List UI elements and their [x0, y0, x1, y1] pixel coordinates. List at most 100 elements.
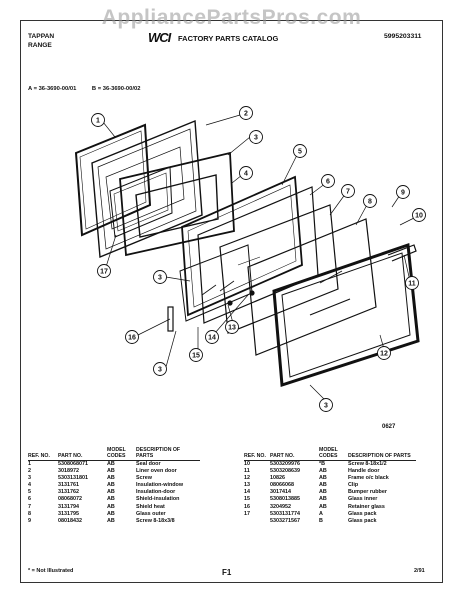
- part-no: 3017414: [270, 489, 291, 496]
- description: Glass inner: [348, 496, 378, 503]
- callout-bubble: [91, 113, 105, 127]
- parts-table-left: REF. NO. PART NO. MODEL CODES DESCRIPTIO…: [28, 447, 200, 525]
- part-no: 5303208639: [270, 468, 300, 475]
- description: Screw 8-18x3/8: [136, 517, 175, 524]
- description: Handle door: [348, 468, 380, 475]
- description: Glass pack: [348, 510, 377, 517]
- catalog-number: 5995203311: [384, 33, 422, 40]
- model-code: AB: [319, 489, 327, 496]
- table-row: 14 3017414 AB Bumper rubber: [244, 489, 416, 496]
- description: Seal door: [136, 461, 161, 467]
- callout-number: 8: [368, 198, 372, 205]
- ref-no: 15: [244, 496, 250, 503]
- callout-number: 5: [298, 148, 302, 155]
- part-shield-heat: [219, 204, 339, 334]
- catalog-title: FACTORY PARTS CATALOG: [178, 34, 279, 43]
- ref-no: 14: [244, 489, 250, 496]
- part-no: 08068072: [58, 496, 82, 503]
- callout-bubble: [225, 320, 239, 334]
- description: Insulation-window: [136, 482, 184, 489]
- table-row: 13 08066068 AB Clip: [244, 482, 416, 489]
- description: Shield heat: [136, 503, 165, 510]
- col-description: DESCRIPTION OF PARTS: [348, 447, 416, 461]
- model-code: AB: [107, 496, 115, 503]
- parts-table-header: REF. NO. PART NO. MODEL CODES DESCRIPTIO…: [28, 447, 200, 461]
- part-no: 08018432: [58, 517, 82, 524]
- figure-code: 0627: [382, 424, 396, 430]
- parts-table-header: REF. NO. PART NO. MODEL CODES DESCRIPTIO…: [244, 447, 416, 461]
- callout-number: 1: [96, 117, 100, 124]
- description: Glass outer: [136, 510, 166, 517]
- callout-number: 6: [326, 178, 330, 185]
- callout-number: 11: [408, 280, 416, 287]
- model-code: AB: [107, 489, 115, 496]
- part-insulation-window: [119, 151, 235, 257]
- description: Glass pack: [348, 517, 377, 524]
- callout-number: 17: [100, 268, 108, 275]
- callout-number: 10: [415, 212, 423, 219]
- ref-no: 12: [244, 475, 250, 482]
- ref-no: 3: [28, 475, 31, 482]
- callout-number: 14: [208, 334, 216, 341]
- model-code: AB: [319, 475, 327, 482]
- callout-number: 9: [401, 189, 405, 196]
- model-code: AB: [319, 468, 327, 475]
- model-code: AB: [107, 510, 115, 517]
- callout-number: 3: [254, 134, 258, 141]
- part-retainer: [167, 306, 174, 332]
- callout-bubble: [239, 106, 253, 120]
- model-b: B = 36-3690-00/02: [91, 86, 141, 92]
- wci-logo: WCI: [148, 30, 171, 45]
- ref-no: 2: [28, 468, 31, 475]
- callout-bubble: [321, 174, 335, 188]
- callout-number: 2: [244, 110, 248, 117]
- model-code: AB: [319, 496, 327, 503]
- callout-number: 3: [324, 402, 328, 409]
- callout-bubble: [363, 194, 377, 208]
- model-code: AB: [107, 517, 115, 524]
- description: Clip: [348, 482, 359, 489]
- revision-date: 2/91: [414, 568, 425, 574]
- part-no: 3131794: [58, 503, 79, 510]
- description: Liner oven door: [136, 468, 177, 475]
- part-glass-outer: [247, 218, 377, 356]
- part-no: 3018972: [58, 468, 79, 475]
- callout-bubble: [412, 208, 426, 222]
- description: Bumper rubber: [348, 489, 387, 496]
- model-code: AB: [319, 482, 327, 489]
- col-part-no: PART NO.: [270, 447, 319, 461]
- part-no: 3131761: [58, 482, 79, 489]
- model-code: A: [319, 510, 323, 517]
- ref-no: 4: [28, 482, 31, 489]
- callout-number: 7: [346, 188, 350, 195]
- part-seal-door: [74, 123, 152, 237]
- brand-name: TAPPAN: [28, 33, 55, 40]
- callout-number: 16: [128, 334, 136, 341]
- callout-bubble: [239, 166, 253, 180]
- ref-no: 9: [28, 517, 31, 524]
- part-no: 5308068071: [58, 461, 88, 467]
- callout-bubble: [153, 362, 167, 376]
- product-type: RANGE: [28, 42, 52, 49]
- watermark: AppliancePartsPros.com: [101, 6, 362, 29]
- table-row: 9 08018432 AB Screw 8-18x3/8: [28, 518, 200, 525]
- callout-bubble: [341, 184, 355, 198]
- col-model-codes: MODEL CODES: [319, 447, 348, 461]
- part-frame: [272, 242, 420, 388]
- callout-number: 12: [380, 350, 388, 357]
- callout-bubble: [405, 276, 419, 290]
- part-no: 08066068: [270, 482, 294, 489]
- ref-no: 13: [244, 482, 250, 489]
- ref-no: 10: [244, 461, 250, 467]
